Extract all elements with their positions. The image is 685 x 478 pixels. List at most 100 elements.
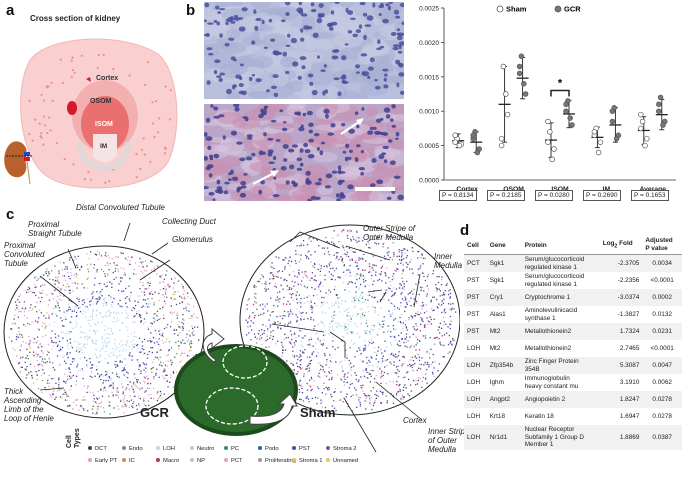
table-cell: Aminolevulinicacid synthase 1 <box>524 307 578 322</box>
legend-dot <box>326 458 330 463</box>
legend-item-ic: IC <box>122 458 135 464</box>
table-cell: Mt2 <box>489 327 501 335</box>
panel-a-title: Cross section of kidney <box>30 14 121 23</box>
table-cell: Serum/glucocorticoid regulated kinase 1 <box>524 256 585 271</box>
legend-label: DCT <box>95 446 107 452</box>
table-cell: PST <box>467 276 480 284</box>
legend-item-pst: PST <box>292 446 310 452</box>
label-thick-ascending-limb: Thick Ascending Limb of the Loop of Henl… <box>4 387 54 423</box>
legend-dot <box>258 446 262 451</box>
header-cell: Cell <box>464 236 487 255</box>
table-cell: Nr1d1 <box>489 433 508 441</box>
data-point <box>595 149 602 156</box>
p-value-im: P = 0.2690 <box>583 190 621 201</box>
data-point <box>545 118 551 125</box>
table-cell: 0.0278 <box>652 395 672 403</box>
legend-item-pct: PCT <box>224 458 243 464</box>
legend-label: PCT <box>231 458 243 464</box>
kidney-cross-section-diagram: Cortex OSOM ISOM IM <box>4 38 178 189</box>
legend-item-dct: DCT <box>88 446 107 452</box>
significance-star: * <box>558 78 563 90</box>
legend-dot <box>326 446 330 451</box>
legend-item-podo: Podo <box>258 446 279 452</box>
table-cell: 0.0387 <box>652 433 672 441</box>
table-cell: PST <box>467 310 480 318</box>
table-cell: LOH <box>467 412 481 420</box>
table-cell: 5.3087 <box>619 361 640 369</box>
legend-item-unnamed: Unnamed <box>326 458 358 464</box>
histology-arrows <box>252 118 395 191</box>
data-point <box>504 111 511 118</box>
legend-dot <box>190 446 194 451</box>
y-tick-label: 0.0005 <box>419 143 439 150</box>
panel-letter-c: c <box>6 206 15 223</box>
data-point <box>516 70 523 77</box>
legend-label: Neutro <box>197 446 215 452</box>
data-point <box>569 122 575 128</box>
table-cell: 3.1910 <box>619 378 640 386</box>
scale-bar <box>355 187 395 191</box>
x-category-label: OSOM <box>503 186 524 193</box>
data-point <box>609 118 616 125</box>
gene-table: Cell Gene Protein Log2 Fold Adjusted P v… <box>464 236 682 450</box>
x-category-label: Cortex <box>456 186 478 193</box>
cell-types-legend: DCT Endo LOH Neutro PC Podo PST Stroma 2 Early P… <box>88 446 368 476</box>
label-im: IM <box>100 143 107 150</box>
legend-marker <box>496 5 504 13</box>
legend-dot <box>258 458 262 463</box>
legend-dot <box>190 458 194 463</box>
y-tick-label: 0.0015 <box>419 74 439 81</box>
label-outer-stripe: Outer Stripe of Outer Medulla <box>363 224 416 242</box>
table-cell: Immunoglobulin heavy constant mu <box>524 375 579 390</box>
data-point <box>567 115 573 121</box>
data-point <box>500 63 507 70</box>
data-point <box>563 108 569 114</box>
y-tick-label: 0.0025 <box>419 6 439 13</box>
table-cell: 1.8869 <box>619 433 640 441</box>
legend-dot <box>224 446 228 451</box>
p-value-osom: P = 0.2185 <box>487 190 525 201</box>
data-point <box>591 129 598 135</box>
data-point <box>547 129 553 135</box>
table-cell: Serum/glucocorticoid regulated kinase 1 <box>524 273 585 288</box>
legend-label: Podo <box>265 446 279 452</box>
label-proximal-convoluted-tubule: Proximal Convoluted Tubule <box>4 241 45 268</box>
legend-dot <box>156 446 160 451</box>
table-cell: -3.0374 <box>617 293 640 301</box>
data-point <box>644 135 650 142</box>
table-cell: LOH <box>467 433 481 441</box>
x-category-label: IM <box>603 186 611 193</box>
data-point <box>656 101 662 108</box>
legend-item-endo: Endo <box>122 446 143 452</box>
data-point <box>597 139 604 145</box>
table-cell: Alas1 <box>489 310 506 318</box>
scatter-chart: 0.00250.00200.00150.00100.00050.0000Cort… <box>419 5 676 193</box>
legend-item-stroma-2: Stroma 2 <box>326 446 357 452</box>
data-point <box>522 91 529 97</box>
table-cell: Keratin 18 <box>524 412 554 420</box>
legend-label: Unnamed <box>333 458 359 464</box>
legend-item-proliferating: Proliferating <box>258 458 296 464</box>
table-cell: -2.2356 <box>617 276 640 284</box>
legend-item-pc: PC <box>224 446 239 452</box>
legend-label: LOH <box>163 446 175 452</box>
table-cell: Metallothionein2 <box>524 344 572 352</box>
data-point <box>657 94 664 101</box>
table-cell: Ighm <box>489 378 504 386</box>
data-point <box>452 132 458 139</box>
table-cell: Zfp354b <box>489 361 514 369</box>
histology-image-sham <box>204 2 404 99</box>
legend-item-neutro: Neutro <box>190 446 214 452</box>
p-value-isom: P = 0.0280 <box>535 190 573 201</box>
label-gcr: GCR <box>140 405 169 420</box>
legend-label: Early PT <box>95 458 118 464</box>
legend-label: PC <box>231 446 240 452</box>
label-osom: OSOM <box>90 98 112 105</box>
legend-label: Stroma 1 <box>299 458 323 464</box>
table-cell: Metallothionein2 <box>524 327 572 335</box>
